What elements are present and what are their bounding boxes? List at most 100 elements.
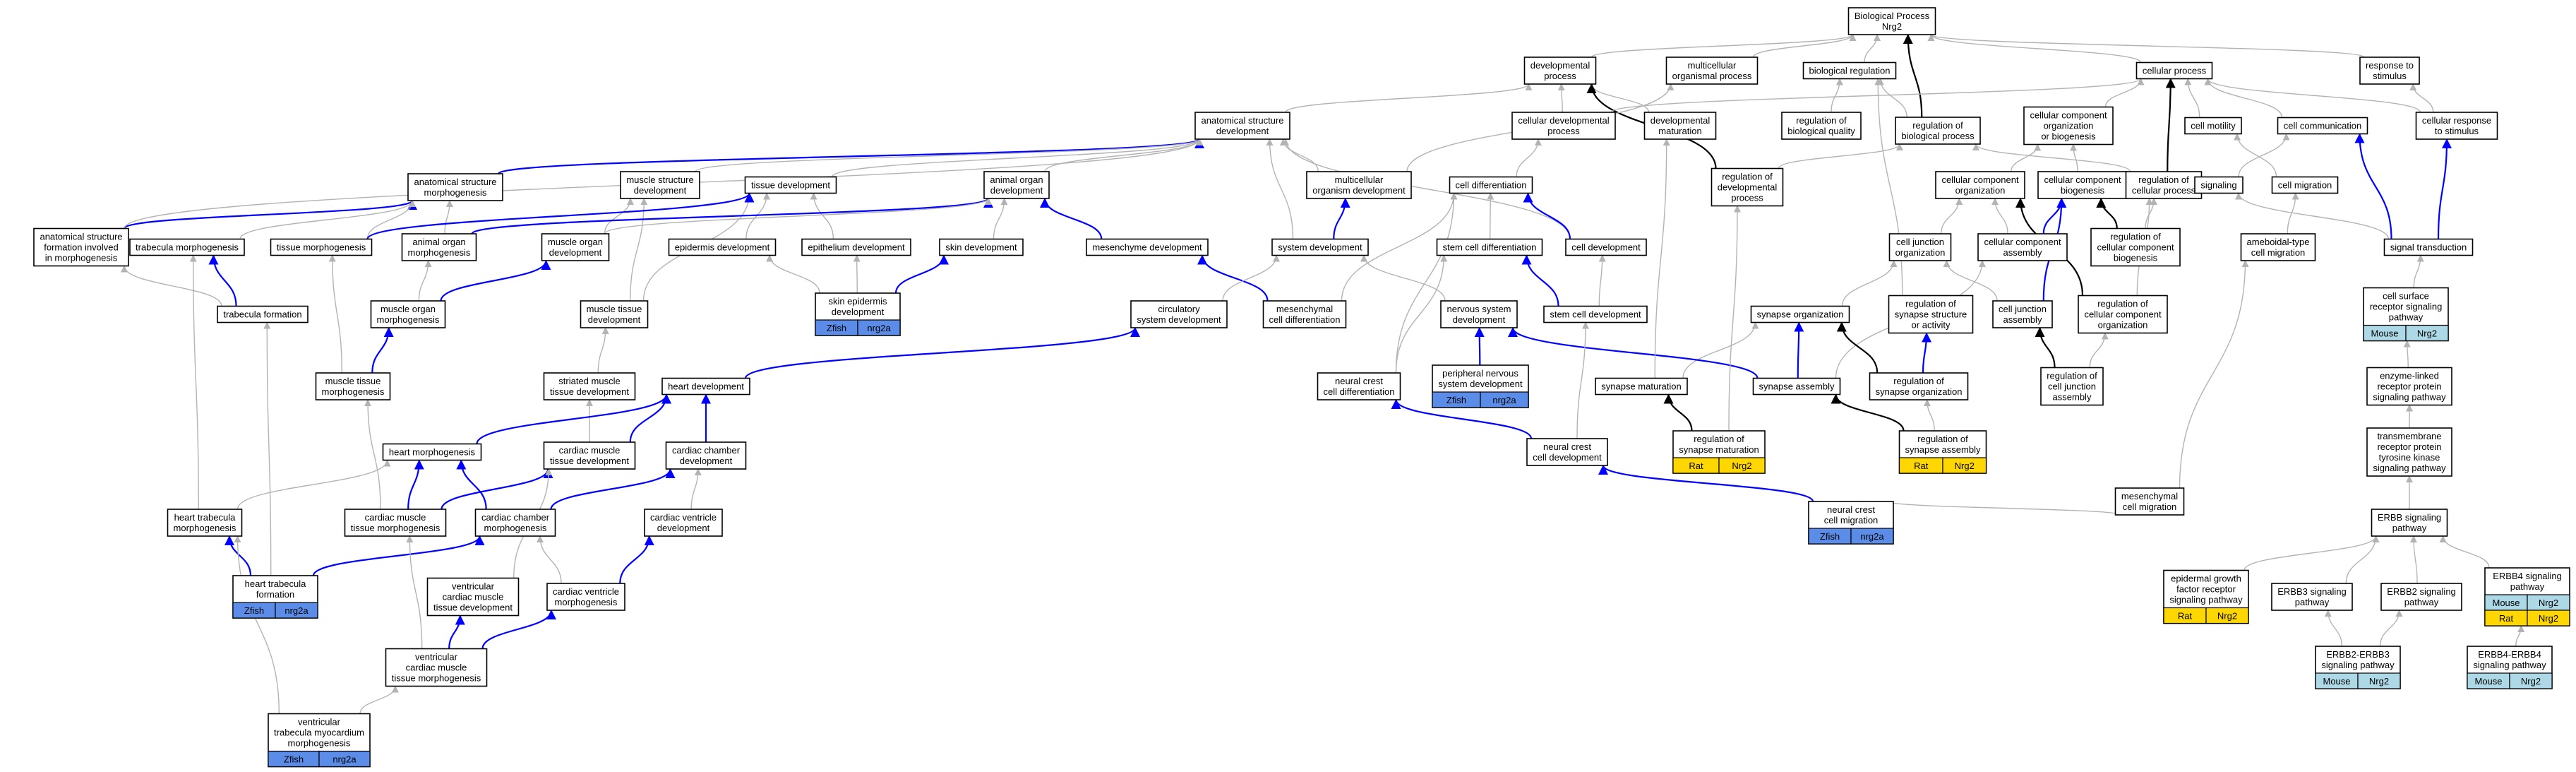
term-label-line: cell differentiation [1456,180,1527,191]
term-label-line: morphogenesis [322,386,385,397]
term-box [1436,238,1543,256]
term-label-line: stem cell differentiation [1443,242,1537,253]
edge-is-a [2379,610,2403,647]
term-label-line: morphogenesis [484,523,547,533]
term-label-line: signal transduction [2390,242,2467,253]
term-box [620,171,700,199]
edge-is-a [1682,321,1759,379]
edge-part-of [550,468,676,510]
term-box [1449,176,1533,194]
term-box [2366,367,2452,406]
term-label-line: development [680,456,733,466]
term-label-line: cell junction [1999,304,2047,314]
term-label-line: enzyme-linked [2380,371,2439,381]
term-box [2194,176,2243,194]
species-label: Zfish [244,605,264,616]
term-label-line: ERBB4-ERBB4 [2478,649,2541,660]
edge-part-of [1040,198,1103,239]
term-label-line: development [1453,314,1506,325]
term-label-line: biological process [1901,131,1975,141]
edge-is-a [2145,198,2157,229]
species-label: Mouse [2492,598,2520,608]
edge-regulates [1903,34,1923,118]
edge-is-a [239,200,416,239]
edge-is-a [1972,143,2131,172]
term-box [2383,238,2474,256]
term-box [401,233,477,261]
term-label-line: synapse maturation [1679,444,1759,455]
term-label-line: development [1216,126,1269,136]
term-label-line: cardiac chamber [481,512,550,523]
term-label-line: signaling pathway [2321,660,2395,670]
edge-is-a [690,468,702,510]
term-label-line: regulation of [1722,172,1773,182]
edge-part-of [2042,198,2067,234]
gene-label: nrg2a [1860,531,1884,542]
term-label-line: cardiac ventricle [650,512,717,523]
term-box [1781,112,1862,140]
term-box [939,238,1024,256]
term-box [2415,112,2498,140]
term-box [2277,117,2368,135]
term-box [2184,117,2242,135]
term-label-line: heart morphogenesis [389,447,476,458]
term-label-line: muscle tissue [325,376,381,386]
term-label-line: epidermal growth [2171,574,2241,584]
go-term-scdiff: stem cell differentiation [1436,238,1543,256]
edge-part-of [407,459,424,510]
edge-is-a [1279,138,1319,172]
edge-part-of [1794,321,1804,379]
gene-label: Nrg2 [2539,598,2558,608]
term-label-line: trabecula formation [223,309,301,320]
edge-is-a [1395,254,1448,374]
go-term-ccomm: cell communication [2277,117,2368,135]
term-label-line: regulation of [1917,434,1968,444]
edge-is-a [2324,610,2342,647]
edge-is-a [1285,83,1533,113]
edge-is-a [2515,625,2525,647]
edge-part-of [1598,465,1814,502]
term-label-line: signaling [2200,180,2236,191]
edge-is-a [2409,83,2434,113]
term-label-line: ERBB2-ERBB3 [2326,649,2390,660]
term-label-line: developmental [1530,60,1590,71]
edge-is-a [263,321,272,576]
edge-is-a [236,459,391,510]
term-box [474,509,556,537]
edge-is-a [1876,78,1907,118]
term-label-line: cardiac chamber [672,445,741,456]
edge-part-of [441,468,553,510]
term-label-line: cellular component [1984,237,2061,247]
gene-cell [1480,391,1529,408]
species-label: Rat [1914,461,1929,471]
edge-is-a [2439,535,2490,569]
term-label-line: to stimulus [2435,126,2479,136]
term-label-line: morphogenesis [408,247,471,258]
term-box [1317,372,1401,400]
gene-cell [1942,457,1987,474]
term-box [1935,171,2025,199]
gene-label: Nrg2 [2417,328,2437,339]
term-box [1665,57,1759,85]
term-label-line: signaling pathway [2169,595,2243,605]
gene-cell [1718,457,1766,474]
term-label-line: receptor protein [2377,441,2441,452]
edge-is-a [1598,254,1606,307]
edge-is-a [444,200,453,234]
gene-label: nrg2a [1492,395,1516,405]
